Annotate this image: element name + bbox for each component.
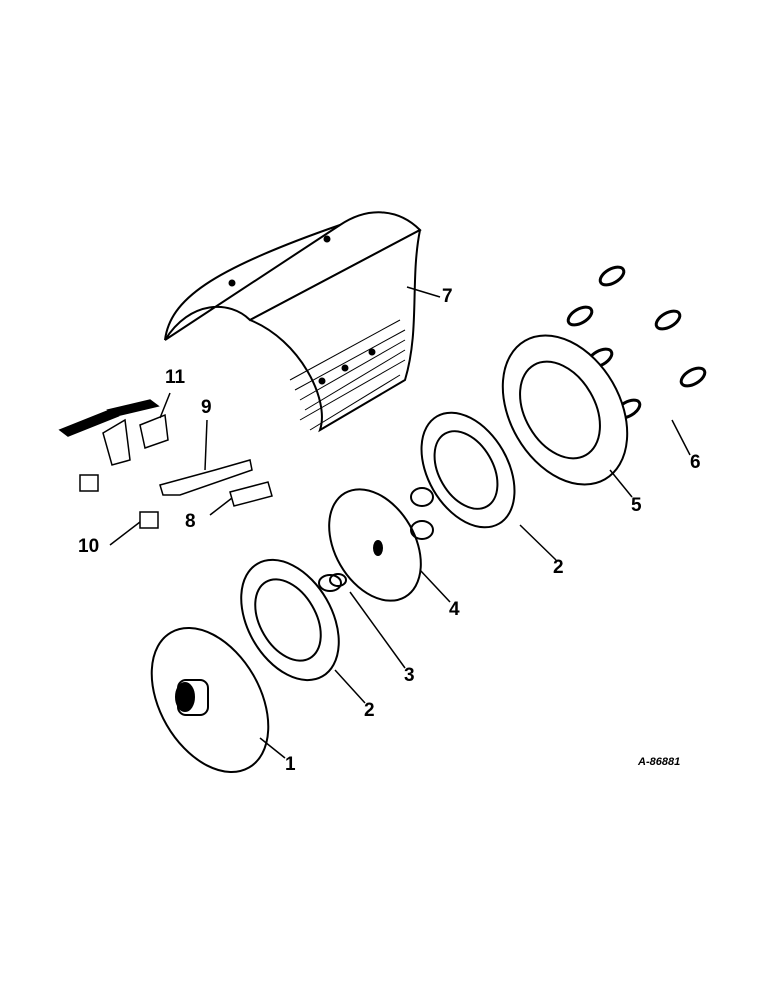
callout-5: 5 <box>631 495 642 516</box>
callout-11: 11 <box>165 367 186 388</box>
callout-2-upper: 2 <box>553 557 564 578</box>
leader-lines <box>109 286 691 759</box>
hub-plate-part <box>328 487 434 602</box>
callout-7: 7 <box>442 286 453 307</box>
callout-2-lower: 2 <box>364 700 375 721</box>
callout-6: 6 <box>690 452 701 473</box>
bushing-part <box>318 573 347 592</box>
callout-1: 1 <box>285 754 296 775</box>
friction-disc-lower-part <box>240 558 340 682</box>
pressure-plate-part <box>501 334 629 486</box>
callout-9: 9 <box>201 397 212 418</box>
rear-plate-part <box>150 626 270 774</box>
callout-4: 4 <box>449 599 460 620</box>
cover-part <box>164 211 422 433</box>
friction-disc-upper-part <box>420 411 516 529</box>
callout-3: 3 <box>404 665 415 686</box>
hardware-parts <box>58 399 273 529</box>
diagram-code: A-86881 <box>638 756 681 768</box>
callout-8: 8 <box>185 511 196 532</box>
springs-part <box>566 265 707 420</box>
callout-10: 10 <box>78 536 100 557</box>
